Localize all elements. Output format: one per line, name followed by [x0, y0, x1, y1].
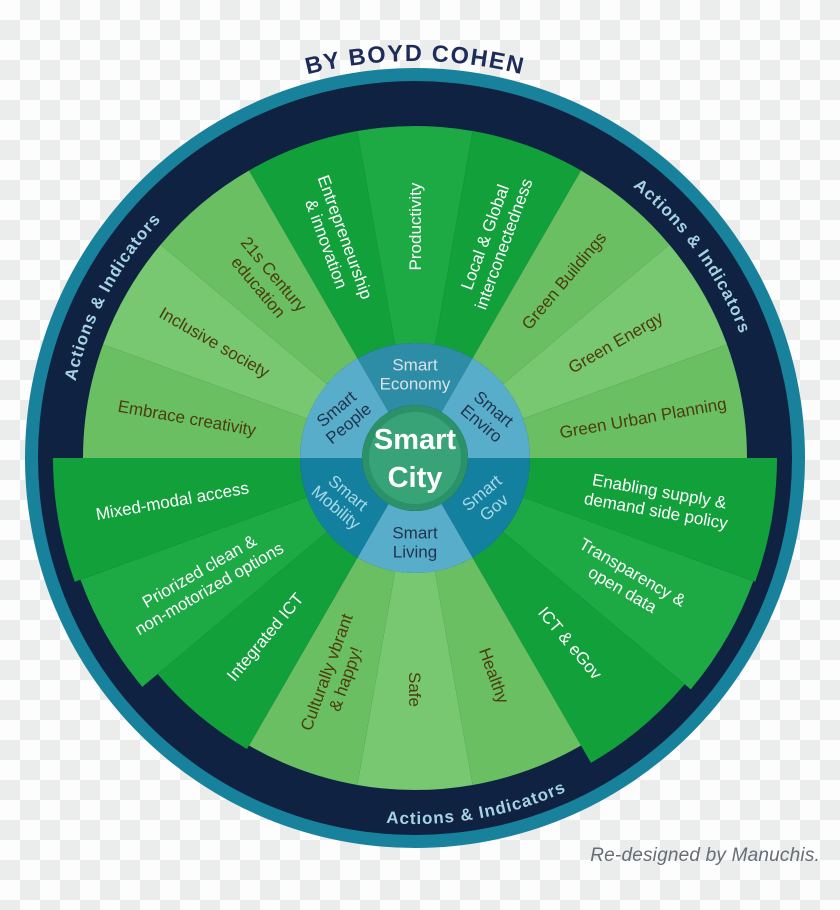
wedge-inclusive-society: [103, 244, 327, 419]
wedge-embrace-creativity: [83, 344, 307, 458]
wedge-priorized-clean-non-motorized-options: [80, 497, 327, 687]
wedge-local-global-interconectedness: [434, 131, 581, 359]
wedge-label-safe: Safe: [405, 672, 424, 707]
inner-sector-smart-enviro: [441, 358, 530, 458]
wedge-transparency-open-data: [503, 497, 754, 690]
inner-sector-smart-economy: [357, 342, 473, 413]
wedge-culturally-vbrant-happy: [249, 557, 396, 785]
wedge-green-energy: [503, 244, 727, 419]
wedge-integrated-ict: [157, 531, 358, 749]
wedge-mixed-modal-access: [53, 458, 307, 582]
wedge-entrepreneurship-innovation: [249, 131, 396, 359]
wedge-ict-egov: [472, 531, 685, 763]
inner-sector-smart-mobility: [300, 458, 389, 558]
wedge-green-buildings: [472, 170, 670, 385]
wedge-enabling-supply-demand-side-policy: [523, 458, 777, 582]
wedge-label-productivity: Productivity: [406, 182, 425, 270]
wedge-productivity: [357, 125, 473, 345]
wedge-safe: [357, 571, 473, 790]
center-circle: [369, 412, 461, 504]
wedge-green-urban-planning: [523, 344, 747, 458]
credit-text: Re-designed by Manuchis.: [590, 845, 820, 866]
wedge-21s-century-education: [160, 170, 358, 385]
inner-sector-smart-people: [300, 358, 389, 458]
inner-sector-smart-gov: [441, 458, 530, 558]
inner-sector-smart-living: [357, 503, 473, 573]
wedge-healthy: [434, 557, 581, 785]
